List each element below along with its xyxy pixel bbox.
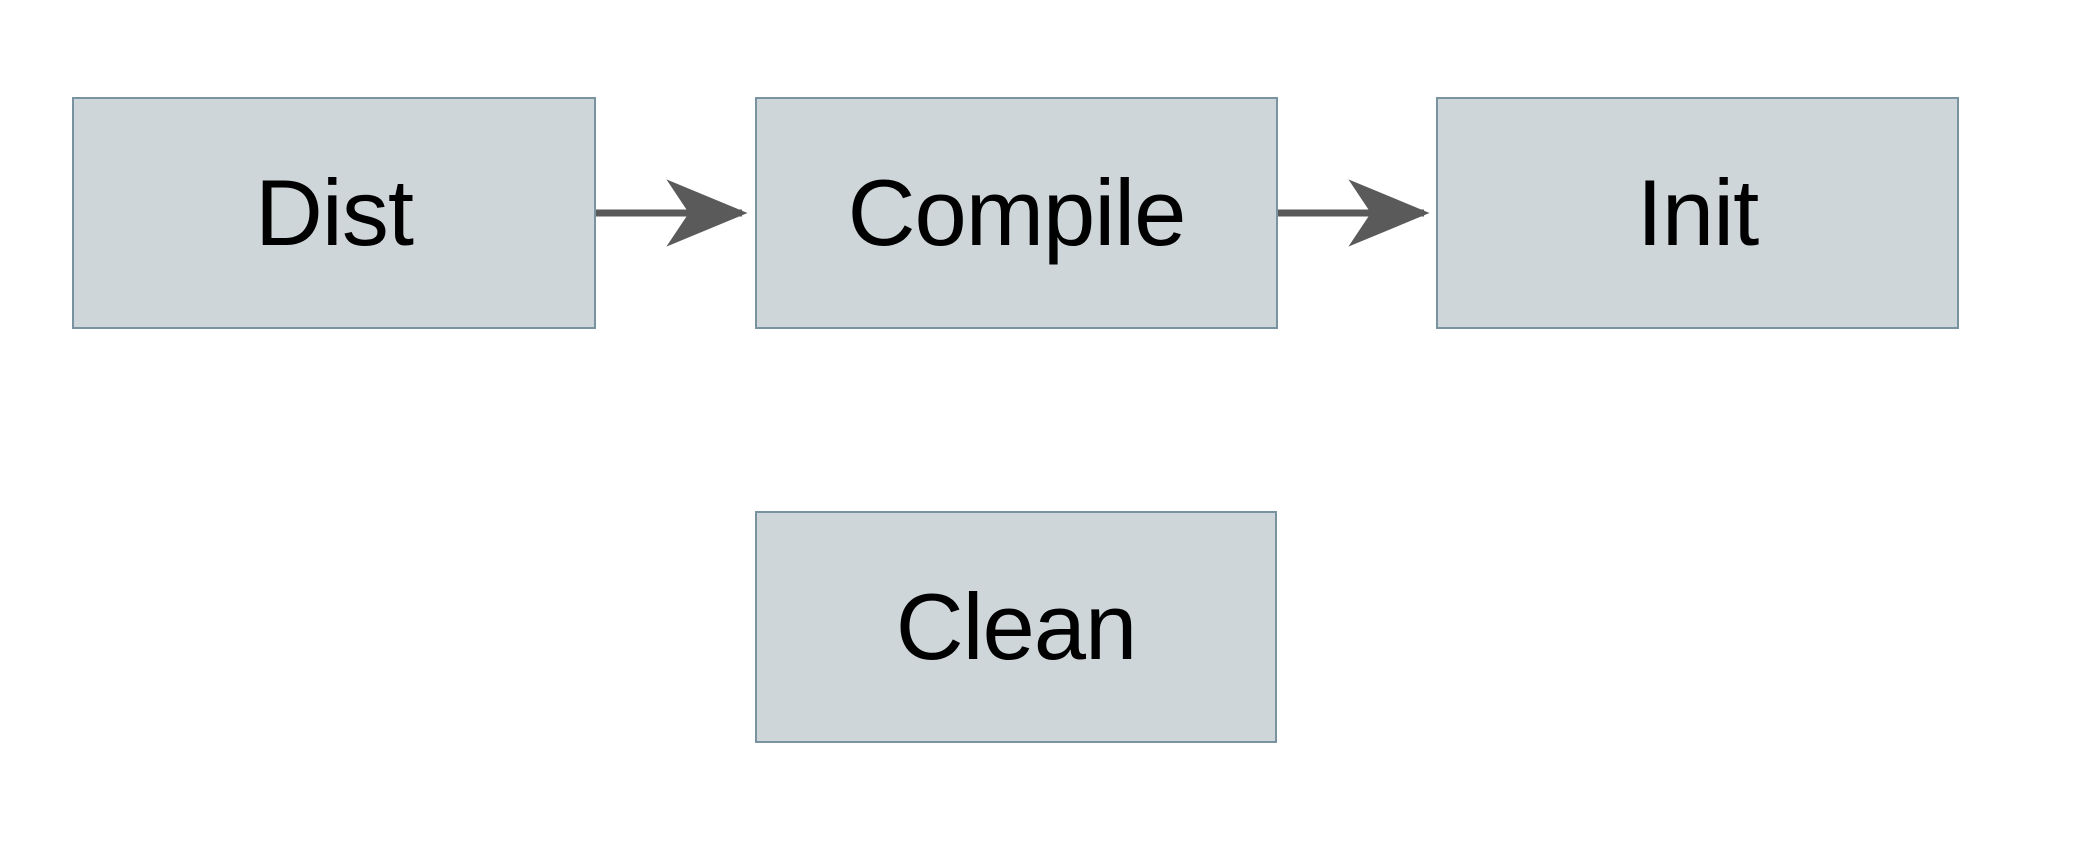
node-dist-label: Dist (255, 160, 414, 265)
node-compile[interactable]: Compile (755, 97, 1278, 329)
node-dist[interactable]: Dist (72, 97, 596, 329)
node-init[interactable]: Init (1436, 97, 1959, 329)
node-init-label: Init (1636, 160, 1759, 265)
node-compile-label: Compile (847, 160, 1187, 265)
node-clean-label: Clean (895, 574, 1138, 679)
node-clean[interactable]: Clean (755, 511, 1277, 743)
